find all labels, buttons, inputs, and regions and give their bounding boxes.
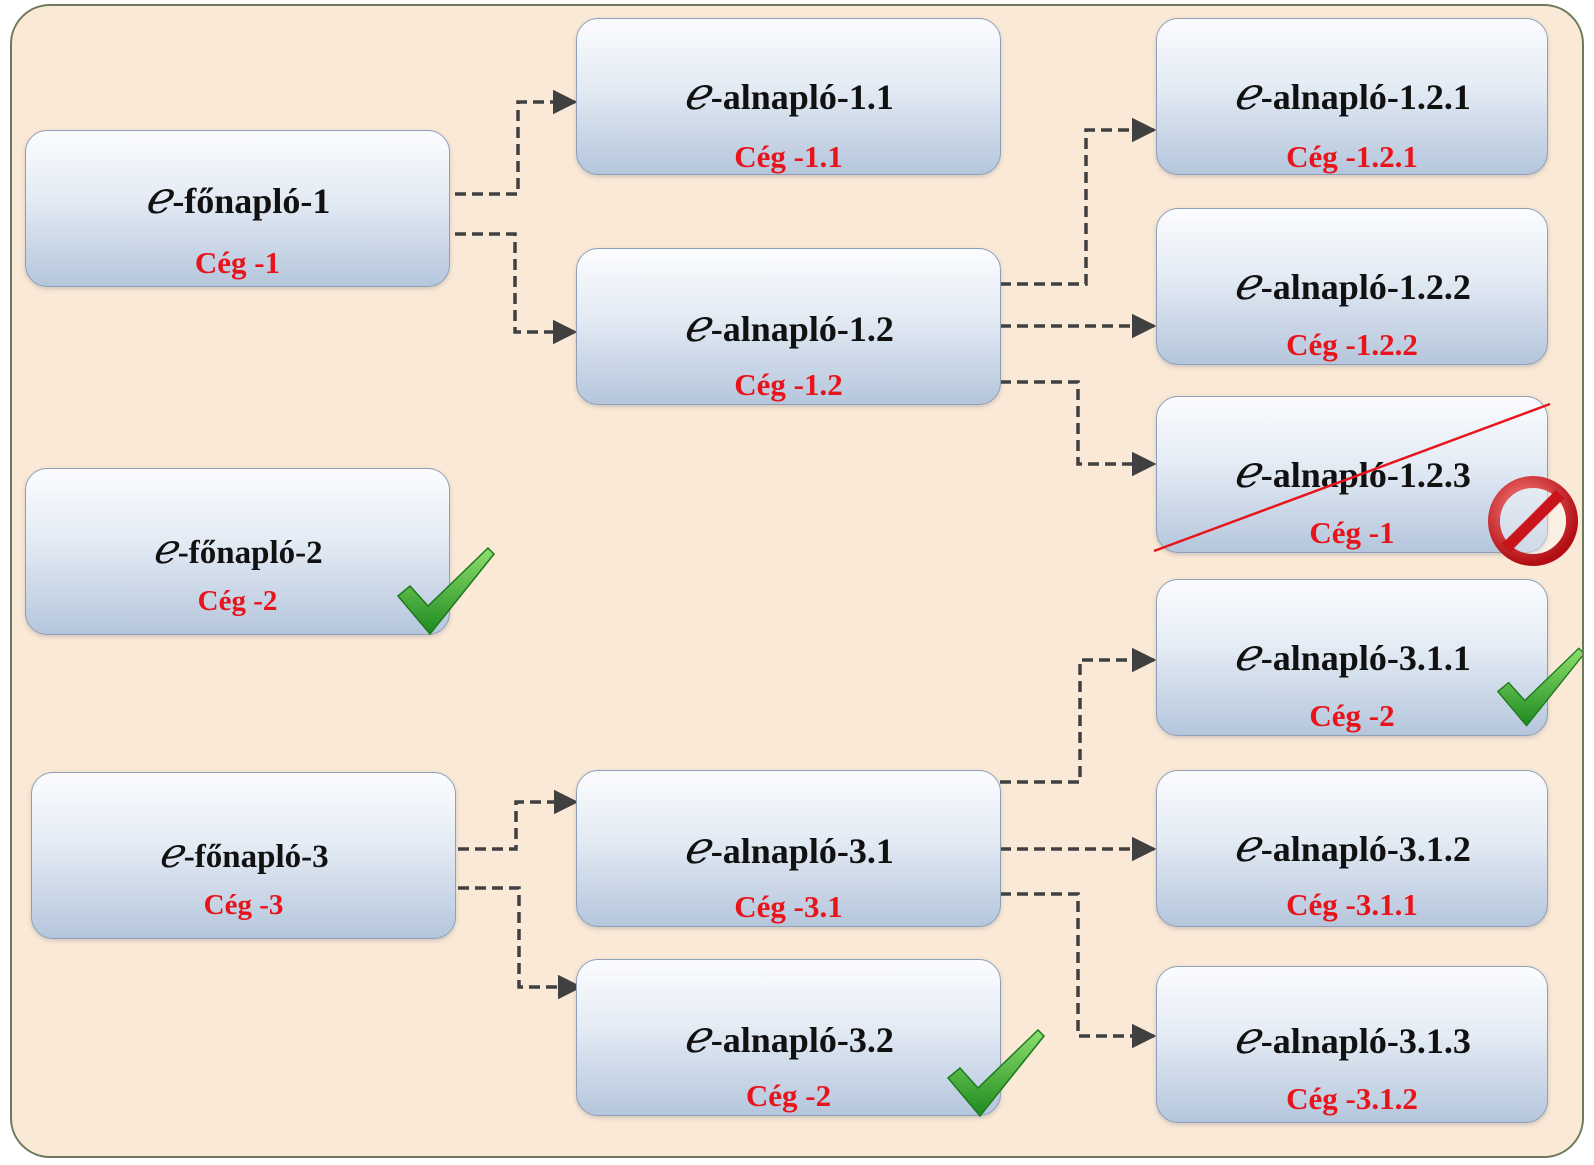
strike-line	[1153, 402, 1551, 553]
node-label: -főnapló-2	[177, 535, 323, 571]
node-label: -főnapló-1	[172, 181, 331, 221]
node-company: Cég -2	[197, 585, 278, 617]
e-symbol: ℯ	[1233, 630, 1260, 680]
node-label: -főnapló-3	[183, 839, 329, 875]
node-fonaplo-1[interactable]: ℯ-főnapló-1 Cég -1	[25, 130, 450, 287]
node-alnaplo-3-1-1[interactable]: ℯ-alnapló-3.1.1 Cég -2	[1156, 579, 1548, 736]
e-symbol: ℯ	[683, 1012, 710, 1062]
e-symbol: ℯ	[152, 526, 177, 572]
node-alnaplo-1-2[interactable]: ℯ-alnapló-1.2 Cég -1.2	[576, 248, 1001, 405]
node-company: Cég -1.2.1	[1286, 139, 1418, 174]
e-symbol: ℯ	[1233, 69, 1260, 119]
node-fonaplo-2[interactable]: ℯ-főnapló-2 Cég -2	[25, 468, 450, 635]
node-label: -alnapló-1.2.3	[1260, 455, 1471, 495]
node-alnaplo-3-2[interactable]: ℯ-alnapló-3.2 Cég -2	[576, 959, 1001, 1116]
node-company: Cég -1	[194, 245, 281, 280]
node-company: Cég -2	[745, 1078, 832, 1113]
edge-a31-a313	[1000, 892, 1157, 1049]
node-label: -alnapló-3.1	[710, 831, 894, 871]
node-company: Cég -2	[1309, 698, 1395, 733]
node-label: -alnapló-3.2	[710, 1020, 894, 1060]
edge-f1-a11	[455, 89, 578, 196]
node-fonaplo-3[interactable]: ℯ-főnapló-3 Cég -3	[31, 772, 456, 939]
check-icon	[396, 546, 496, 636]
node-label: -alnapló-3.1.2	[1260, 829, 1471, 869]
node-company: Cég -1.2.2	[1286, 327, 1418, 362]
e-symbol: ℯ	[1233, 821, 1260, 871]
node-company: Cég -3.1.2	[1286, 1081, 1418, 1116]
connector-layer	[455, 89, 1157, 1049]
e-symbol: ℯ	[1233, 447, 1260, 497]
node-label: -alnapló-1.2	[710, 309, 894, 349]
node-label: -alnapló-1.2.1	[1260, 77, 1471, 117]
node-label: -alnapló-1.1	[710, 77, 894, 117]
node-alnaplo-3-1[interactable]: ℯ-alnapló-3.1 Cég -3.1	[576, 770, 1001, 927]
e-symbol: ℯ	[1233, 259, 1260, 309]
check-icon	[1496, 647, 1582, 727]
node-alnaplo-1-1[interactable]: ℯ-alnapló-1.1 Cég -1.1	[576, 18, 1001, 175]
edge-f3-a32	[458, 886, 583, 1000]
node-label: -alnapló-3.1.3	[1260, 1021, 1471, 1061]
node-company: Cég -1.2	[734, 367, 843, 402]
edge-a12-a123	[1000, 380, 1157, 477]
node-label: -alnapló-3.1.1	[1260, 638, 1471, 678]
e-symbol: ℯ	[158, 830, 183, 876]
e-symbol: ℯ	[1233, 1013, 1260, 1063]
node-company: Cég -3.1.1	[1286, 887, 1418, 922]
e-symbol: ℯ	[144, 173, 172, 223]
node-alnaplo-1-2-2[interactable]: ℯ-alnapló-1.2.2 Cég -1.2.2	[1156, 208, 1548, 365]
node-label: -alnapló-1.2.2	[1260, 267, 1471, 307]
e-symbol: ℯ	[683, 823, 710, 873]
diagram-canvas: ℯ-főnapló-1 Cég -1 ℯ-főnapló-2 Cég -2 ℯ-…	[10, 4, 1584, 1158]
node-company: Cég -3.1	[734, 889, 843, 924]
check-icon	[946, 1028, 1046, 1118]
node-company: Cég -3	[203, 889, 284, 921]
node-company: Cég -1	[1309, 515, 1395, 550]
no-entry-icon	[1488, 476, 1578, 566]
e-symbol: ℯ	[683, 301, 710, 351]
node-alnaplo-1-2-3[interactable]: ℯ-alnapló-1.2.3 Cég -1	[1156, 396, 1548, 553]
node-alnaplo-1-2-1[interactable]: ℯ-alnapló-1.2.1 Cég -1.2.1	[1156, 18, 1548, 175]
node-alnaplo-3-1-3[interactable]: ℯ-alnapló-3.1.3 Cég -3.1.2	[1156, 966, 1548, 1123]
edge-a12-a121	[1000, 117, 1157, 286]
edge-a31-a311	[1000, 647, 1157, 784]
edge-f1-a12	[455, 232, 578, 345]
node-alnaplo-3-1-2[interactable]: ℯ-alnapló-3.1.2 Cég -3.1.1	[1156, 770, 1548, 927]
e-symbol: ℯ	[683, 69, 710, 119]
node-company: Cég -1.1	[734, 139, 843, 174]
edge-f3-a31	[458, 789, 579, 851]
